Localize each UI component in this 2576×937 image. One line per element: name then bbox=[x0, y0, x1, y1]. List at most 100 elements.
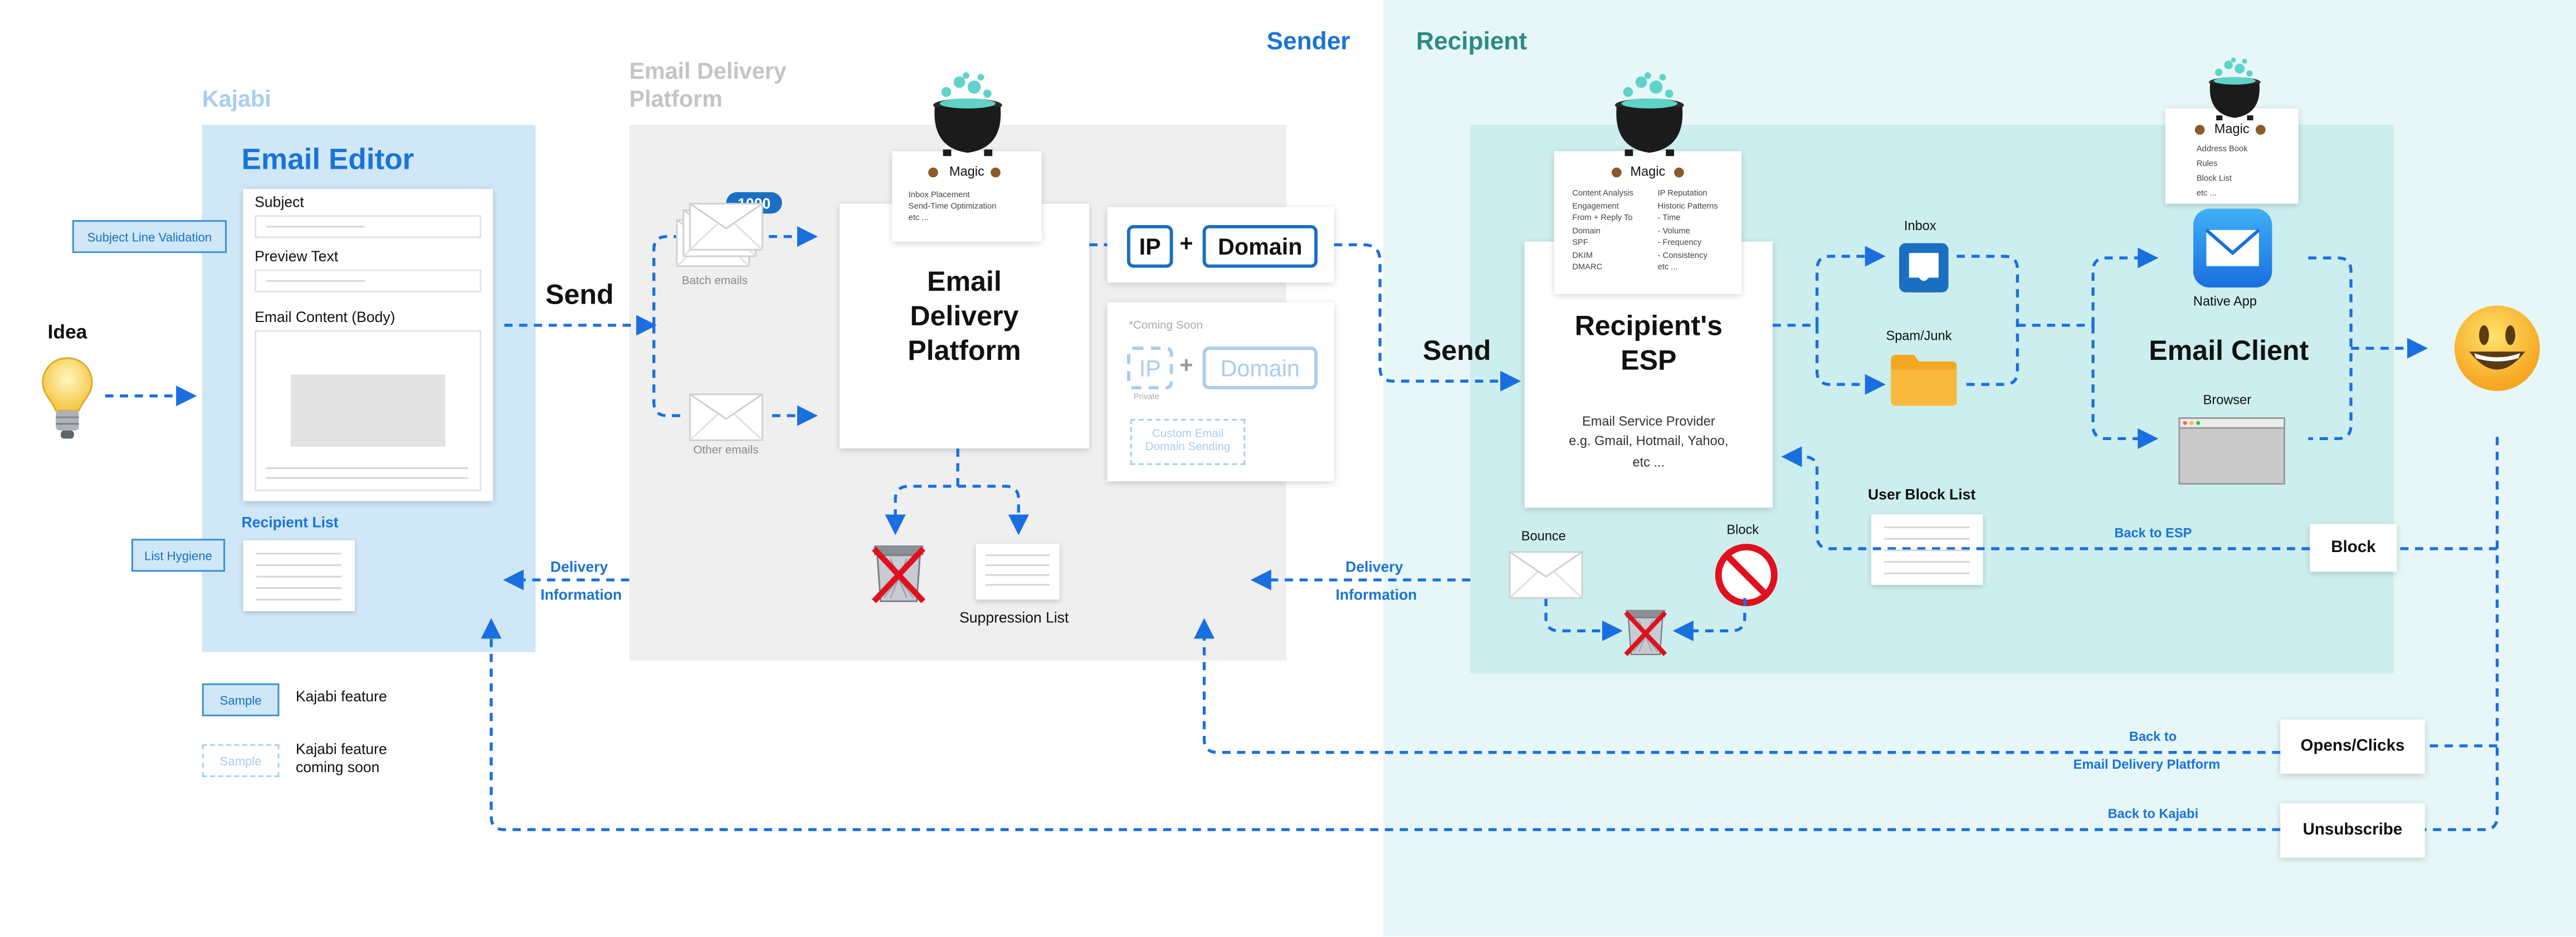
esp-magic-col2-item-6: - Consistency bbox=[1657, 250, 1707, 261]
other-emails-label: Other emails bbox=[693, 445, 759, 457]
send-label-2: Send bbox=[1422, 335, 1491, 367]
esp-magic-col2-item-7: etc ... bbox=[1657, 262, 1678, 273]
kajabi-header: Kajabi bbox=[202, 85, 271, 112]
edp-magic-item-2: Send-Time Optimization bbox=[908, 202, 997, 212]
email-editor-card: Subject Preview Text Email Content (Body… bbox=[243, 189, 493, 501]
email-editor-title: Email Editor bbox=[241, 143, 414, 176]
back-to-edp-label-1: Back to bbox=[2129, 729, 2177, 744]
client-magic-item-2: Rules bbox=[2196, 159, 2218, 169]
list-hygiene-tag: List Hygiene bbox=[131, 539, 226, 572]
client-magic-card: Magic Address Book Rules Block List etc … bbox=[2165, 108, 2299, 204]
esp-magic-col1-item-3: From + Reply To bbox=[1572, 213, 1633, 224]
ip-soon-pill: IP bbox=[1127, 347, 1173, 389]
esp-magic-col2-item-5: - Frequency bbox=[1657, 238, 1702, 248]
browser-label: Browser bbox=[2203, 392, 2252, 408]
client-magic-item-4: etc ... bbox=[2196, 189, 2217, 199]
edp-magic-item-1: Inbox Placement bbox=[908, 191, 970, 201]
suppression-list-doc bbox=[975, 544, 1060, 600]
client-magic-item-1: Address Book bbox=[2196, 144, 2248, 155]
edp-title-3: Platform bbox=[908, 335, 1021, 367]
esp-magic-col1-item-4: Domain bbox=[1572, 226, 1601, 236]
recipient-list-label: Recipient List bbox=[241, 514, 339, 531]
legend-feature-label: Kajabi feature bbox=[295, 688, 387, 705]
esp-magic-col2-item-4: - Volume bbox=[1657, 226, 1690, 236]
batch-emails-label: Batch emails bbox=[681, 276, 748, 288]
delivery-info-left-2: Information bbox=[540, 586, 622, 603]
email-content-label: Email Content (Body) bbox=[255, 309, 396, 325]
edp-main-card: Email Delivery Platform bbox=[839, 203, 1090, 449]
client-magic-item-3: Block List bbox=[2196, 174, 2232, 184]
back-to-esp-label: Back to ESP bbox=[2114, 525, 2192, 541]
inbox-label: Inbox bbox=[1904, 218, 1936, 233]
esp-magic-col1-item-1: Content Analysis bbox=[1572, 189, 1634, 199]
edp-magic-item-3: etc ... bbox=[908, 213, 929, 224]
sender-header: Sender bbox=[1266, 28, 1350, 56]
browser-window-icon bbox=[2178, 417, 2286, 485]
inbox-icon bbox=[1899, 243, 1949, 292]
recipient-header: Recipient bbox=[1416, 28, 1528, 56]
subject-line-validation-tag: Subject Line Validation bbox=[72, 220, 227, 253]
custom-domain-sending-tag: Custom Email Domain Sending bbox=[1130, 418, 1246, 465]
subject-label: Subject bbox=[255, 193, 304, 211]
esp-magic-col2-item-1: IP Reputation bbox=[1657, 189, 1707, 199]
edp-magic-title: Magic bbox=[949, 164, 984, 179]
esp-magic-col1-item-2: Engagement bbox=[1572, 201, 1619, 211]
ip-plus: + bbox=[1179, 230, 1193, 257]
email-content-field[interactable] bbox=[255, 330, 482, 491]
opens-clicks-action-button[interactable]: Opens/Clicks bbox=[2280, 719, 2425, 774]
lightbulb-icon bbox=[42, 357, 93, 439]
esp-magic-col2-item-2: Historic Patterns bbox=[1657, 201, 1718, 211]
preview-text-label: Preview Text bbox=[255, 248, 339, 265]
delivery-info-right-1: Delivery bbox=[1345, 558, 1403, 575]
bounce-label: Bounce bbox=[1521, 529, 1566, 544]
edp-title-1: Email bbox=[927, 266, 1002, 297]
coming-soon-label: *Coming Soon bbox=[1128, 320, 1203, 332]
unsubscribe-action-button[interactable]: Unsubscribe bbox=[2280, 803, 2425, 858]
content-image-placeholder bbox=[290, 374, 446, 447]
mail-app-icon bbox=[2193, 208, 2272, 288]
email-client-title: Email Client bbox=[2149, 335, 2309, 367]
ip-soon-plus: + bbox=[1179, 352, 1193, 378]
idea-label: Idea bbox=[47, 320, 87, 344]
suppression-list-label: Suppression List bbox=[959, 609, 1069, 626]
edp-header: Email Delivery Platform bbox=[629, 57, 787, 112]
custom-sending-line-2: Domain Sending bbox=[1145, 442, 1231, 453]
block-label-esp: Block bbox=[1726, 522, 1759, 538]
esp-magic-col2-item-3: - Time bbox=[1657, 213, 1681, 224]
esp-magic-col1-item-7: DMARC bbox=[1572, 262, 1603, 273]
back-to-edp-label-2: Email Delivery Platform bbox=[2073, 757, 2221, 773]
coming-soon-card bbox=[1107, 302, 1334, 482]
smiley-icon bbox=[2454, 305, 2540, 391]
send-label-1: Send bbox=[545, 279, 614, 311]
esp-magic-col1-item-5: SPF bbox=[1572, 238, 1588, 248]
esp-title-2: ESP bbox=[1621, 345, 1677, 377]
ip-pill: IP bbox=[1127, 225, 1173, 268]
esp-desc-2: e.g. Gmail, Hotmail, Yahoo, bbox=[1569, 433, 1729, 449]
spam-label: Spam/Junk bbox=[1886, 328, 1952, 344]
private-label: Private bbox=[1133, 392, 1159, 403]
edp-title-2: Delivery bbox=[910, 300, 1019, 332]
legend-sample-feature: Sample bbox=[202, 683, 280, 716]
esp-magic-title: Magic bbox=[1630, 164, 1666, 179]
legend-soon-label-1: Kajabi feature bbox=[295, 740, 387, 758]
domain-soon-pill: Domain bbox=[1202, 347, 1318, 389]
edp-magic-card: Magic Inbox Placement Send-Time Optimiza… bbox=[892, 151, 1042, 242]
delivery-info-left-1: Delivery bbox=[550, 558, 608, 575]
esp-title-1: Recipient's bbox=[1574, 310, 1723, 342]
legend-sample-soon: Sample bbox=[202, 744, 280, 777]
domain-pill: Domain bbox=[1202, 225, 1318, 268]
back-to-kajabi-label: Back to Kajabi bbox=[2107, 806, 2199, 822]
esp-desc-3: etc ... bbox=[1632, 455, 1665, 470]
block-action-button[interactable]: Block bbox=[2310, 524, 2397, 572]
delivery-info-right-2: Information bbox=[1335, 586, 1417, 603]
folder-icon bbox=[1891, 354, 1957, 406]
client-magic-title: Magic bbox=[2214, 121, 2250, 136]
esp-desc-1: Email Service Provider bbox=[1582, 414, 1715, 429]
legend-soon-label-2: coming soon bbox=[295, 759, 380, 775]
esp-magic-col1-item-6: DKIM bbox=[1572, 250, 1593, 261]
user-block-list-label: User Block List bbox=[1868, 486, 1976, 503]
native-app-label: Native App bbox=[2193, 294, 2257, 309]
